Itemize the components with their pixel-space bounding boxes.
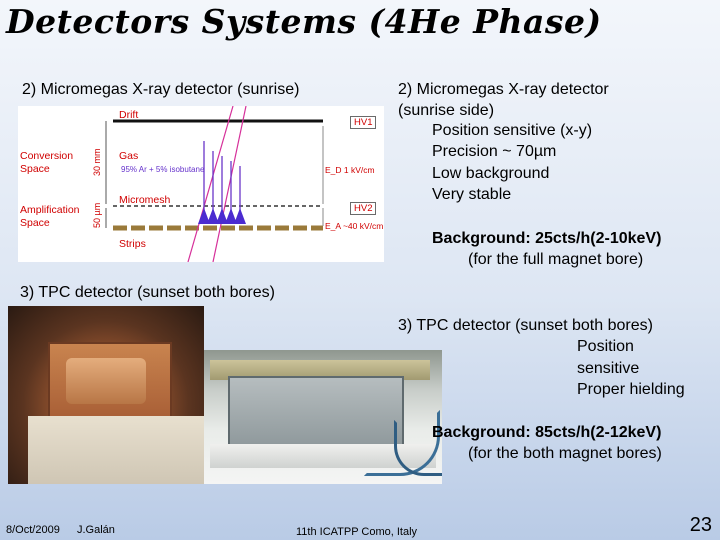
micromegas-right-heading-line2: (sunrise side) xyxy=(398,102,495,119)
footer-author: J.Galán xyxy=(77,524,115,536)
micromegas-diagram: Drift Conversion Space Gas 95% Ar + 5% i… xyxy=(18,106,384,262)
photo2-cable-2 xyxy=(394,420,442,476)
photo2-electronics xyxy=(210,360,430,380)
micromegas-bullet-1: Position sensitive (x-y) xyxy=(432,122,593,139)
photo1-base xyxy=(28,416,204,484)
tpc-background-note: (for the both magnet bores) xyxy=(468,445,662,462)
tpc-background: Background: 85cts/h(2-12keV) xyxy=(432,424,662,441)
diagram-drift-field: E_D 1 kV/cm xyxy=(325,165,375,175)
micromegas-left-heading: 2) Micromegas X-ray detector (sunrise) xyxy=(22,81,300,98)
diagram-hv2-box: HV2 xyxy=(350,202,377,215)
footer-date: 8/Oct/2009 xyxy=(6,524,60,536)
slide-title: Detectors Systems (4He Phase) xyxy=(6,2,602,41)
diagram-conversion-label: Conversion xyxy=(20,150,74,162)
tpc-photo-1 xyxy=(8,306,204,484)
diagram-gas-label: Gas xyxy=(119,150,139,162)
diagram-micromesh-label: Micromesh xyxy=(119,194,171,206)
micromegas-bullet-4: Very stable xyxy=(432,186,512,203)
diagram-hv1-box: HV1 xyxy=(350,116,377,129)
tpc-photo-2 xyxy=(204,350,442,484)
photo1-detector xyxy=(66,358,146,404)
page-number: 23 xyxy=(689,514,712,536)
diagram-amp-dimension: 50 µm xyxy=(92,202,102,228)
diagram-space1-label: Space xyxy=(20,163,50,175)
tpc-bullet-3: Proper hielding xyxy=(577,381,685,398)
diagram-amp-field: E_A ~40 kV/cm xyxy=(325,221,384,231)
diagram-amplification-label: Amplification xyxy=(20,204,80,216)
diagram-drift-dimension: 30 mm xyxy=(92,148,102,176)
diagram-gas-mix-label: 95% Ar + 5% isobutane xyxy=(121,165,205,174)
micromegas-schematic xyxy=(105,106,324,262)
footer-conference: 11th ICATPP Como, Italy xyxy=(296,526,418,538)
tpc-right-heading: 3) TPC detector (sunset both bores) xyxy=(398,317,653,334)
micromegas-bullet-2: Precision ~ 70µm xyxy=(432,143,557,160)
tpc-left-heading: 3) TPC detector (sunset both bores) xyxy=(20,284,275,301)
diagram-strips-label: Strips xyxy=(119,238,146,250)
micromegas-right-heading-line1: 2) Micromegas X-ray detector xyxy=(398,81,609,98)
tpc-bullet-1: Position xyxy=(577,338,634,355)
micromegas-bullet-3: Low background xyxy=(432,165,550,182)
diagram-drift-label: Drift xyxy=(119,109,139,121)
tpc-bullet-2: sensitive xyxy=(577,360,640,377)
micromegas-background-note: (for the full magnet bore) xyxy=(468,251,644,268)
diagram-space2-label: Space xyxy=(20,217,50,229)
micromegas-background: Background: 25cts/h(2-10keV) xyxy=(432,230,662,247)
